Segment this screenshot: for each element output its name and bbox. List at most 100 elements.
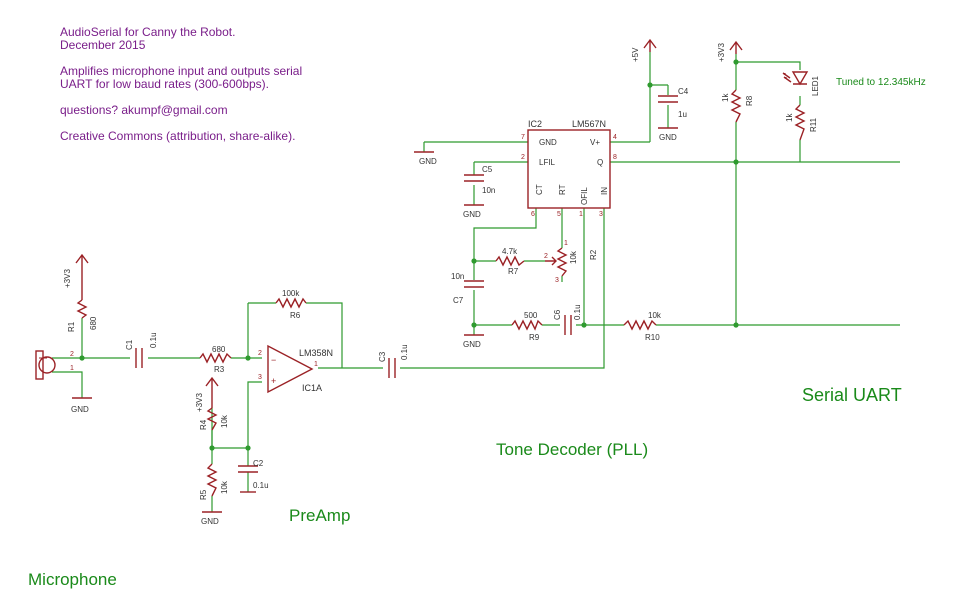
resistor-r5: R5 10k: [199, 463, 229, 500]
note-contact: questions? akumpf@gmail.com: [60, 103, 228, 117]
part-value: 4.7k: [502, 247, 518, 256]
part-name: IC2: [528, 119, 542, 129]
pin-number: 7: [521, 134, 525, 141]
junction: [79, 355, 85, 361]
part-name: R9: [529, 333, 540, 342]
junction: [581, 322, 587, 328]
part-value: 10k: [569, 250, 578, 264]
wires: [52, 52, 900, 512]
ic-pin-label: V+: [590, 138, 600, 147]
part-value: 10n: [482, 186, 495, 195]
resistor-r4: R4 10k: [199, 407, 229, 431]
wire-ofil-r9-c6: [474, 208, 585, 326]
section-preamp: PreAmp: [289, 506, 351, 525]
pin-number: 2: [544, 253, 548, 260]
part-value: 0.1u: [400, 344, 409, 360]
part-value: 0.1u: [149, 332, 158, 348]
pin-number: 5: [557, 211, 561, 218]
pin-number: 3: [555, 277, 559, 284]
part-value: 680: [89, 316, 98, 330]
resistor-r7: 4.7k R7: [495, 247, 525, 276]
part-name: R11: [809, 117, 818, 132]
wire-feedback: [248, 302, 343, 368]
resistor-r6: 100k R6: [275, 289, 307, 320]
part-name: R2: [589, 249, 598, 260]
note-title: AudioSerial for Canny the Robot.: [60, 25, 236, 39]
supply-label: +3V3: [63, 269, 72, 288]
junction: [733, 159, 739, 165]
supply-3v3-r4: +3V3: [195, 376, 219, 412]
junction: [733, 322, 739, 328]
capacitor-c3: C3 0.1u: [378, 344, 409, 378]
pin-number: 3: [599, 211, 603, 218]
junctions: [79, 59, 739, 451]
ground-symbol-c4: GND: [658, 127, 678, 142]
ground-label: GND: [463, 210, 481, 219]
part-name: R6: [290, 311, 301, 320]
capacitor-c1: C1 0.1u: [125, 332, 158, 368]
wire-mic-ground: [52, 371, 83, 398]
part-name: C1: [125, 339, 134, 350]
part-name: LED1: [811, 75, 820, 96]
part-value: 10k: [220, 414, 229, 428]
note-date: December 2015: [60, 38, 146, 52]
pin-number: 2: [521, 154, 525, 161]
junction: [209, 445, 215, 451]
ic-pin-label: GND: [539, 138, 557, 147]
capacitor-c2: C2 0.1u: [238, 459, 269, 490]
ground-symbol-ic2: GND: [414, 151, 437, 166]
part-name: R4: [199, 419, 208, 430]
pin-number: 3: [258, 374, 262, 381]
ground-symbol-mic: GND: [71, 397, 92, 414]
part-value: 0.1u: [573, 304, 582, 320]
ground-symbol-c7: GND: [463, 334, 484, 349]
ground-label: GND: [419, 157, 437, 166]
supply-label: +3V3: [195, 393, 204, 412]
wire-input-net: [52, 318, 248, 359]
opamp-ic1a: − + 2 3 1 LM358N IC1A: [258, 344, 333, 394]
resistor-r1: R1 680: [67, 299, 98, 332]
supply-label: +3V3: [717, 43, 726, 62]
pin-number: 1: [70, 365, 74, 372]
note-license: Creative Commons (attribution, share-ali…: [60, 129, 296, 143]
resistor-r11: 1k R11: [785, 104, 818, 141]
part-value: 680: [212, 345, 226, 354]
part-value: 1k: [721, 93, 730, 102]
wire-ic2-gnd: [423, 141, 528, 152]
wire-5v-c4: [610, 52, 669, 143]
part-name: C2: [253, 459, 264, 468]
part-name: R10: [645, 333, 660, 342]
part-name: IC1A: [302, 383, 322, 393]
wire-led-branch: [736, 61, 801, 162]
pin-number: 2: [258, 350, 262, 357]
ic-pin-label: IN: [600, 187, 609, 195]
supply-3v3-r8: +3V3: [717, 40, 743, 62]
wire-bias-net: [211, 381, 262, 492]
note-description-2: UART for low baud rates (300-600bps).: [60, 77, 269, 91]
part-name: R7: [508, 267, 519, 276]
pin-number: 1: [579, 211, 583, 218]
part-value: 1k: [785, 113, 794, 122]
ic-pin-label: OFIL: [580, 187, 589, 205]
supply-label: +5V: [631, 47, 640, 62]
led-led1: LED1: [782, 71, 820, 96]
ic-pin-label: RT: [558, 184, 567, 195]
junction: [245, 445, 251, 451]
junction: [733, 59, 739, 65]
ground-label: GND: [71, 405, 89, 414]
microphone-symbol: 2 1: [35, 350, 74, 380]
part-name: C7: [453, 296, 464, 305]
junction: [471, 258, 477, 264]
capacitor-c6: C6 0.1u: [553, 304, 582, 335]
svg-text:+: +: [271, 376, 276, 386]
ground-symbol-c5: GND: [463, 204, 484, 219]
ic-pin-label: LFIL: [539, 158, 556, 167]
part-value: LM358N: [299, 348, 333, 358]
note-description-1: Amplifies microphone input and outputs s…: [60, 64, 303, 78]
part-value: 500: [524, 311, 538, 320]
capacitor-c4: C4 1u: [658, 87, 689, 119]
part-value: 10k: [648, 311, 662, 320]
supply-3v3-r1: +3V3: [63, 253, 89, 300]
ic-pin-label: Q: [597, 158, 603, 167]
